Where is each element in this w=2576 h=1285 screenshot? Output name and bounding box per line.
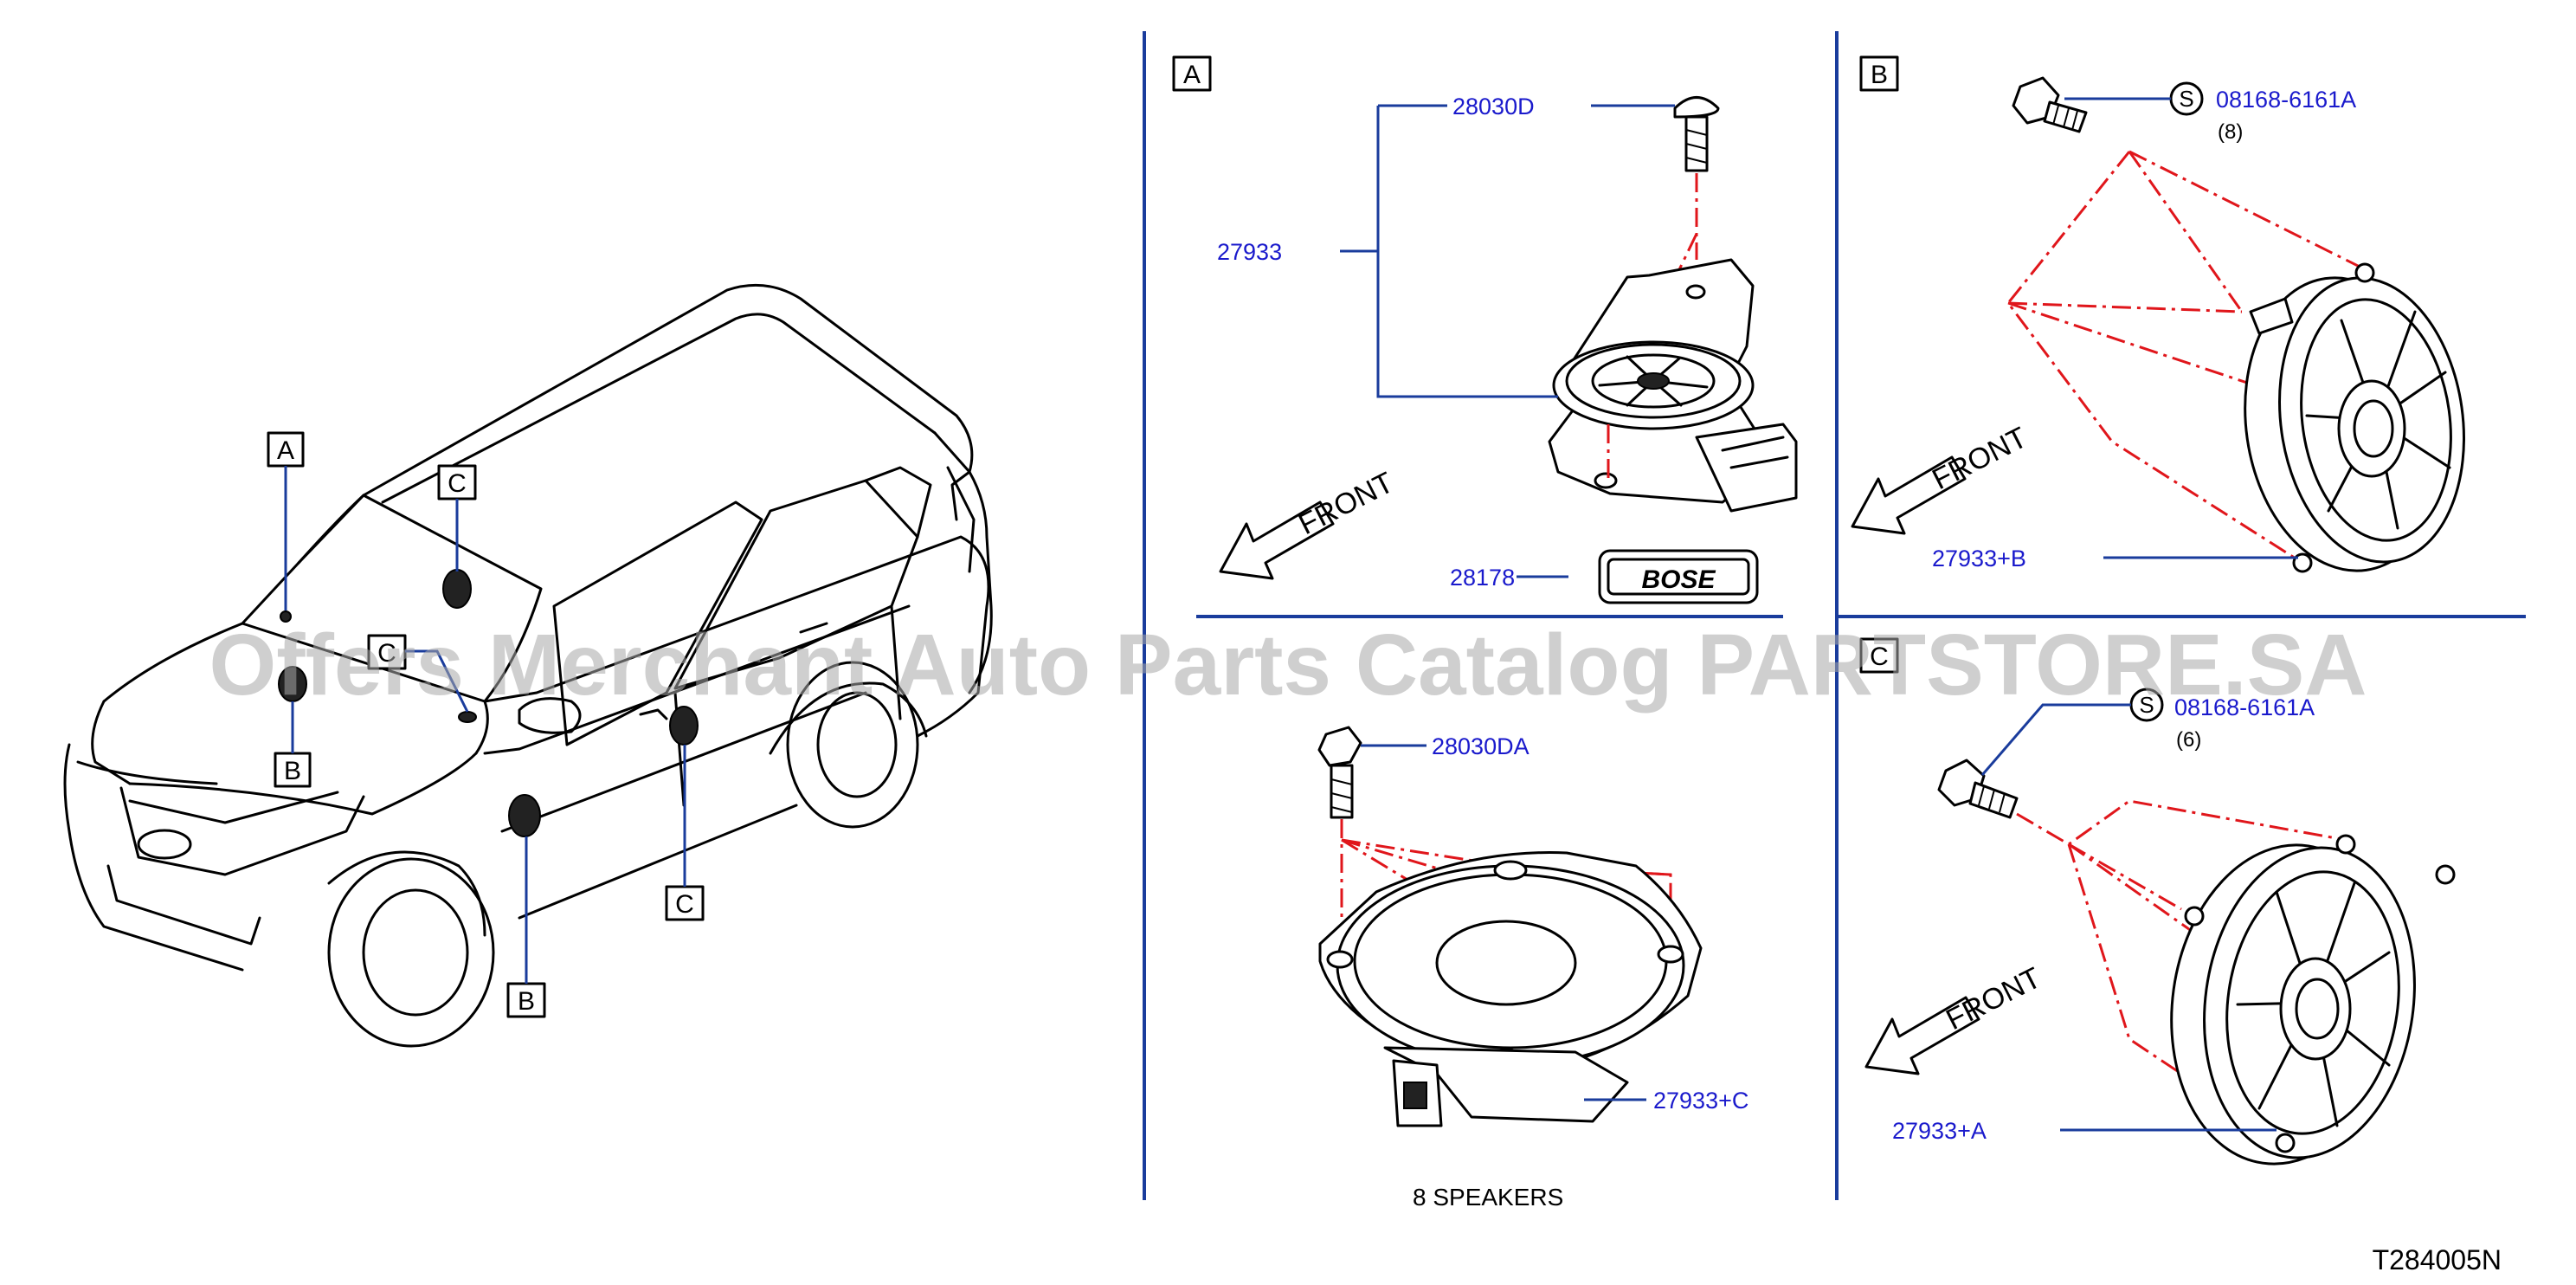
vehicle-overview [63,283,993,1048]
svg-text:S: S [2139,692,2154,718]
svg-text:FRONT: FRONT [1941,961,2046,1036]
svg-text:B: B [284,757,301,785]
svg-text:C: C [448,469,467,498]
watermark: Offers Merchant Auto Parts Catalog PARTS… [209,617,2367,714]
front-arrow-a: FRONT [1219,466,1399,580]
pn-27933-a: 27933+A [1892,1118,1987,1144]
pn-28030d: 28030D [1452,94,1535,119]
svg-text:FRONT: FRONT [1293,466,1399,541]
svg-text:A: A [277,436,294,465]
pn-08168-6161a-c: 08168-6161A [2174,694,2315,720]
pn-27933-b: 27933+B [1932,546,2026,571]
panel-d: 28030DA 27933+C [1317,726,1748,1127]
diagram-id: T284005N [2373,1244,2502,1275]
callout-c-mid: C [367,634,469,713]
callout-c-front: C [437,464,477,571]
tweeter-speaker [1548,258,1798,513]
panel-a-tag: A [1172,55,1212,92]
svg-text:FRONT: FRONT [1927,421,2032,496]
bolt-b [2012,76,2088,133]
panel-c-tag: C [1859,637,1899,674]
pn-28030da: 28030DA [1432,733,1530,759]
svg-text:(6): (6) [2176,728,2201,752]
svg-text:B: B [1871,61,1888,89]
panel-b-tag: B [1859,55,1899,92]
svg-text:C: C [377,639,396,668]
callout-a: A [267,431,305,610]
callout-b-rear: B [506,836,546,1018]
svg-text:(8): (8) [2218,120,2243,144]
svg-text:C: C [1870,642,1889,671]
callout-c-rear: C [665,745,705,921]
svg-text:C: C [675,890,694,919]
pn-27933: 27933 [1217,239,1282,265]
bolt-28030da [1317,726,1362,819]
svg-text:BOSE: BOSE [1641,565,1716,594]
svg-text:A: A [1183,61,1201,89]
screw-28030d [1673,96,1720,172]
speaker-27933-b [2244,262,2465,573]
panel-a: A 28030D 27933 [1172,55,1798,604]
pn-27933-c: 27933+C [1653,1088,1748,1114]
svg-text:B: B [518,987,535,1016]
panel-c: C S 08168-6161A (6) [1859,637,2456,1166]
speaker-27933-a [2170,834,2456,1166]
front-arrow-b: FRONT [1851,421,2032,535]
pn-28178: 28178 [1450,565,1515,591]
speaker-27933-c [1318,851,1703,1127]
bolt-c [1937,759,2019,819]
panel-frames [1143,31,2526,1200]
section-caption: 8 SPEAKERS [1413,1184,1563,1211]
panel-b: B S 08168-6161A (8) [1851,55,2465,573]
pn-08168-6161a-b: 08168-6161A [2216,87,2356,113]
bose-emblem: BOSE [1598,549,1759,604]
svg-text:S: S [2179,86,2193,112]
overview-callouts: A B C C B C [267,431,705,1018]
callout-b-front: B [274,701,312,788]
front-arrow-c: FRONT [1864,961,2046,1075]
